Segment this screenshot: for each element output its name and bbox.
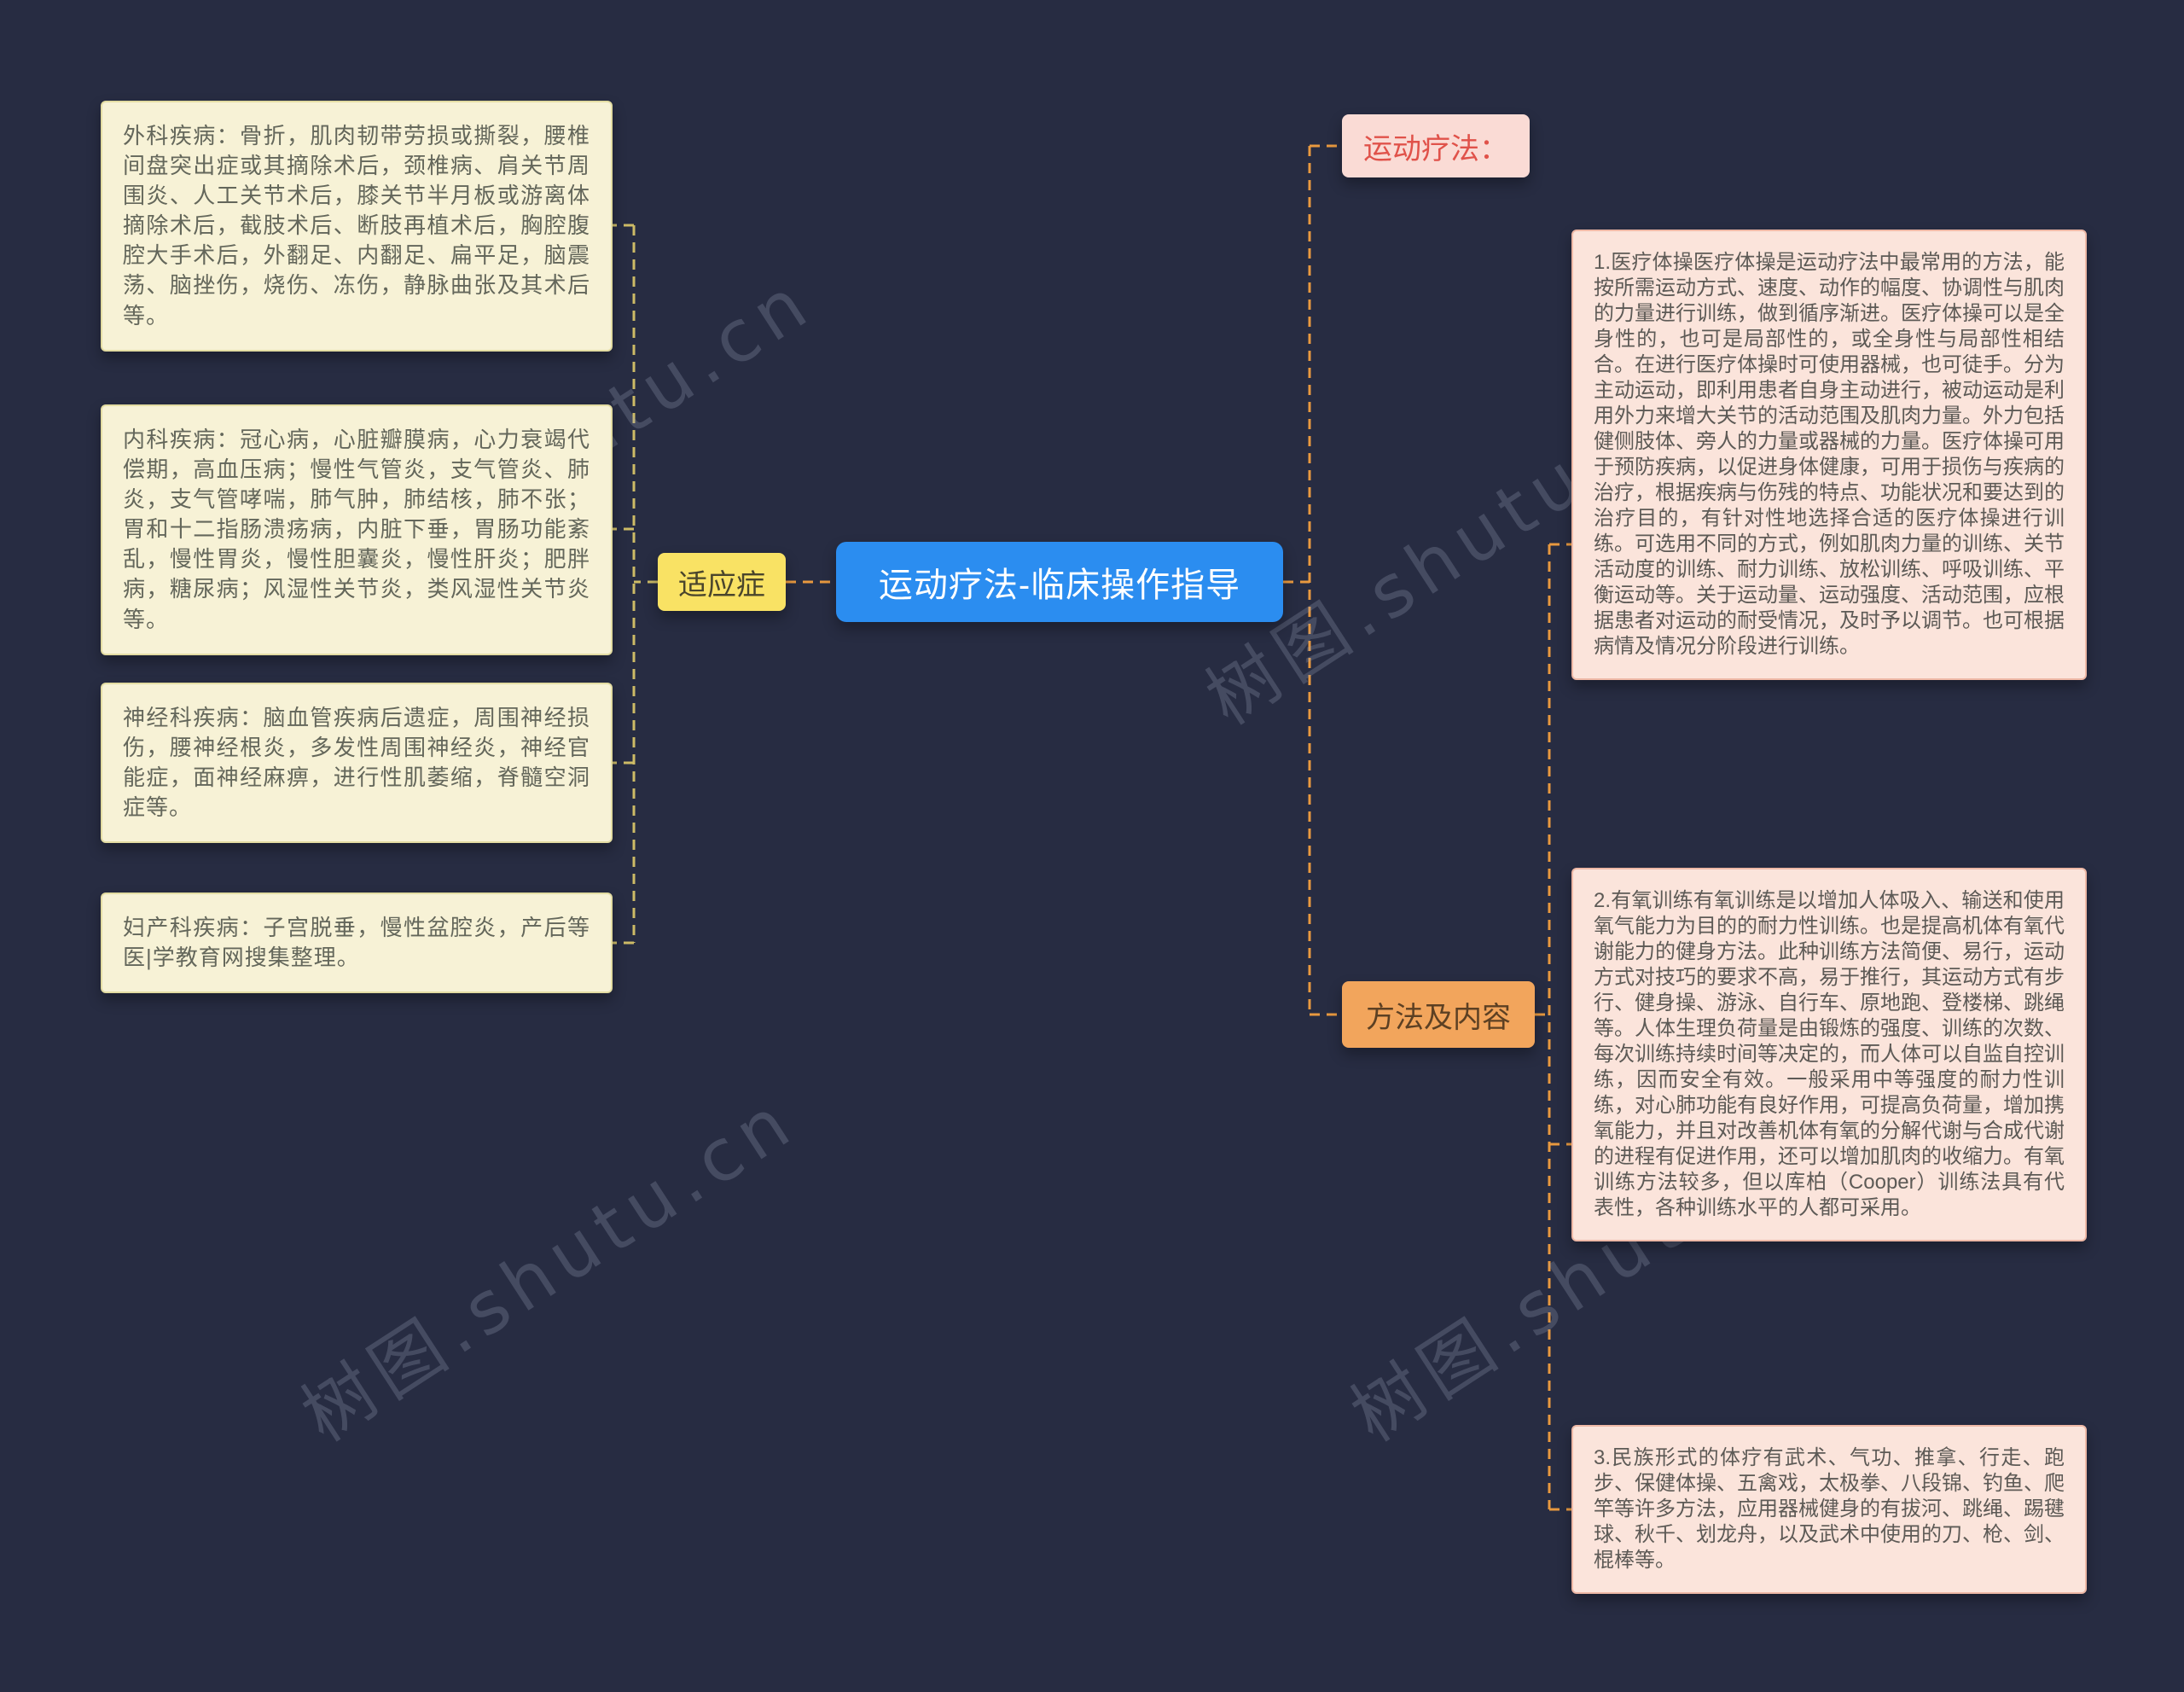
node-neurology-diseases[interactable]: 神经科疾病：脑血管疾病后遗症，周围神经损伤，腰神经根炎，多发性周围神经炎，神经官… [101, 683, 613, 844]
node-exercise-therapy[interactable]: 运动疗法： [1342, 114, 1530, 177]
node-indications[interactable]: 适应症 [658, 553, 786, 611]
node-root-title[interactable]: 运动疗法-临床操作指导 [836, 542, 1283, 622]
node-aerobic-training[interactable]: 2.有氧训练有氧训练是以增加人体吸入、输送和使用氧气能力为目的的耐力性训练。也是… [1571, 868, 2087, 1241]
node-folk-therapy[interactable]: 3.民族形式的体疗有武术、气功、推拿、行走、跑步、保健体操、五禽戏，太极拳、八段… [1571, 1425, 2087, 1594]
node-obstetrics-diseases[interactable]: 妇产科疾病：子宫脱垂，慢性盆腔炎，产后等医|学教育网搜集整理。 [101, 893, 613, 994]
node-surgical-diseases[interactable]: 外科疾病：骨折，肌肉韧带劳损或撕裂，腰椎间盘突出症或其摘除术后，颈椎病、肩关节周… [101, 101, 613, 352]
node-methods-content[interactable]: 方法及内容 [1342, 981, 1535, 1048]
node-medical-gymnastics[interactable]: 1.医疗体操医疗体操是运动疗法中最常用的方法，能按所需运动方式、速度、动作的幅度… [1571, 230, 2087, 680]
node-internal-diseases[interactable]: 内科疾病：冠心病，心脏瓣膜病，心力衰竭代偿期，高血压病；慢性气管炎，支气管炎、肺… [101, 404, 613, 655]
